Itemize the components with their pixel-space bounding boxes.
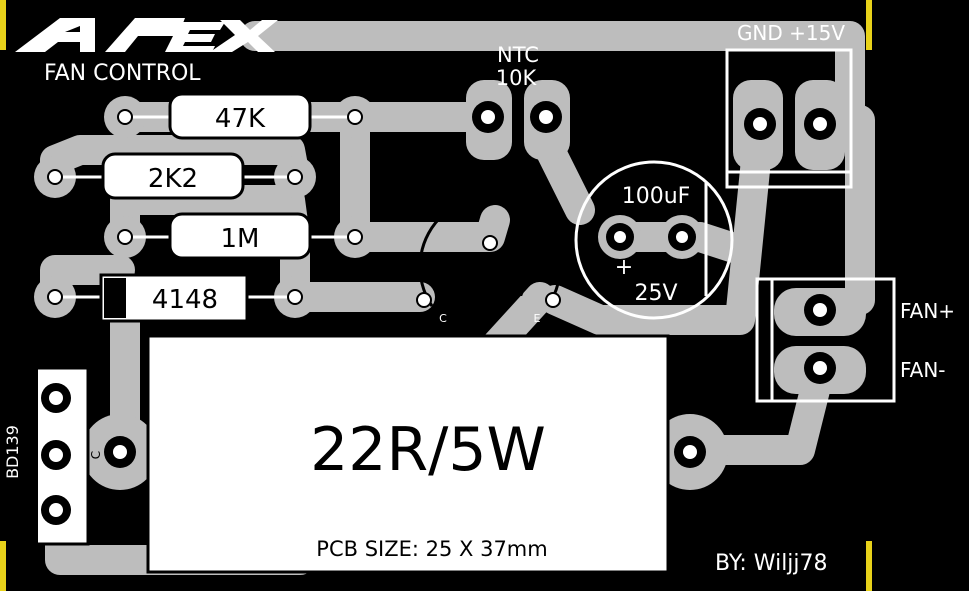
bd139-transistor: B C E BD139 [3,366,103,546]
apex-logo [15,18,278,52]
fan-connector: FAN+ FAN- [755,277,955,403]
diode-4148: 4148 [55,273,295,323]
board-subtitle: FAN CONTROL [44,61,201,86]
cap-voltage: 25V [634,281,677,306]
author-label: BY: Wiljj78 [715,551,828,576]
transistor-bc517: B BC517 C E [416,195,562,325]
ntc-value: 10K [496,66,538,90]
r1m-label: 1M [221,224,260,254]
bd139-label: BD139 [3,425,22,479]
bd139-pin-b: B [89,394,103,402]
ntc-name: NTC [497,43,539,67]
bc517-pin-e: E [534,312,541,325]
resistor-1m: 1M [125,212,355,260]
fan-minus-label: FAN- [900,358,946,382]
ntc-thermistor: NTC 10K [472,43,562,133]
pcb-size-label: PCB SIZE: 25 X 37mm [316,537,547,561]
bc517-label: BC517 [449,273,531,302]
fan-plus-label: FAN+ [900,299,955,323]
bc517-pin-c: C [439,312,447,325]
power-connector: GND +15V [725,21,853,189]
power-connector-label: GND +15V [737,21,845,45]
r2k2-label: 2K2 [148,164,198,194]
cap-value: 100uF [622,184,691,209]
power-resistor-label: 22R/5W [310,415,546,485]
bd139-pin-c: C [89,451,103,459]
axial-pad-holes [47,109,363,305]
resistor-47k: 47K [125,92,355,140]
bd139-pin-e: E [89,506,103,514]
cap-plus: + [615,255,633,280]
resistor-2k2: 2K2 [55,152,295,200]
power-resistor: 22R/5W PCB SIZE: 25 X 37mm [104,334,706,574]
diode-label: 4148 [152,285,218,315]
r47k-label: 47K [215,104,266,134]
capacitor-100uf: 100uF + 25V [574,160,734,320]
bc517-pin-b: B [486,258,494,271]
corner-marks [0,0,872,591]
